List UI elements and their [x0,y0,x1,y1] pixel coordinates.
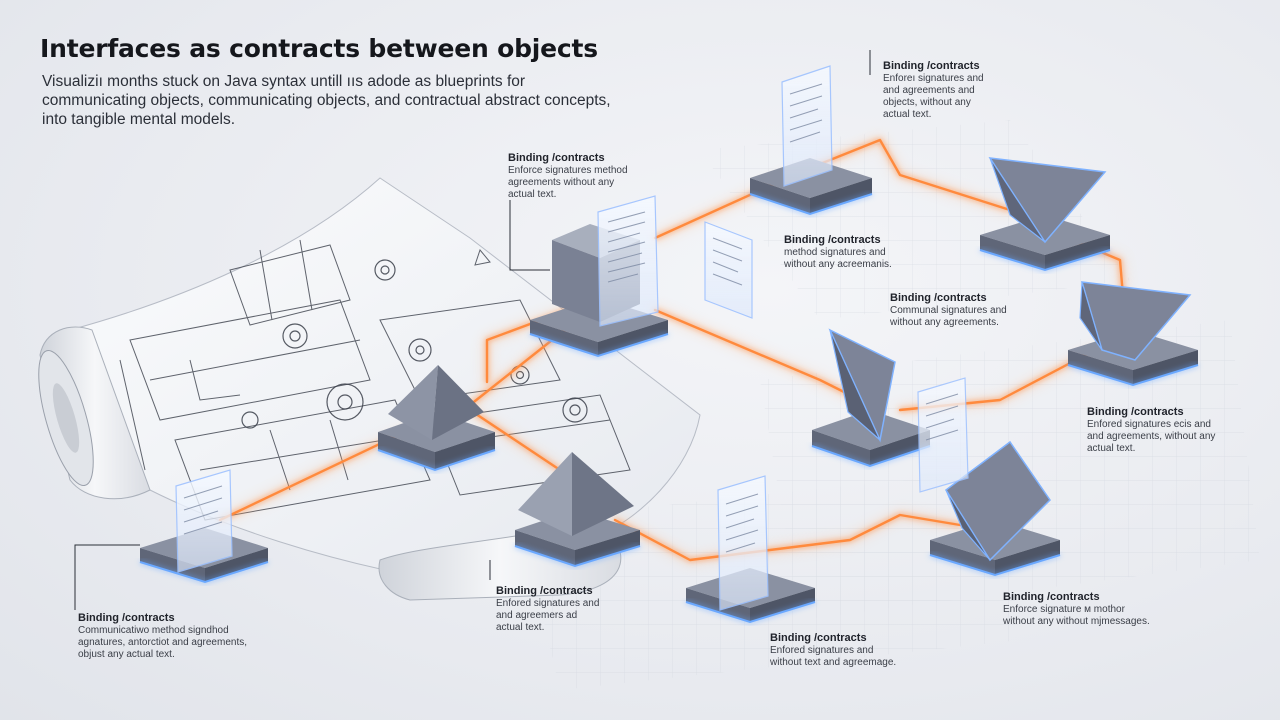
document-panels [175,65,969,611]
callout-line: Enfored signatures and [496,598,600,609]
callout-far-right: Binding /contracts Enfored signatures ec… [1087,406,1267,455]
callout-line: Enfored signatures and [770,645,874,656]
callout-line: without any without mjmessages. [1003,616,1150,627]
callout-center: Binding /contracts method signatures and… [784,234,1024,271]
connection-low-to-bottom-right [613,513,962,562]
callout-line: without any acreemanis. [784,259,892,270]
page-title: Interfaces as contracts between objects [40,34,598,63]
doc-panel-cube [597,195,659,327]
doc-panel-bottom [717,475,769,611]
callout-title: Binding /contracts [1087,406,1184,418]
callout-title: Binding /contracts [1003,591,1100,603]
object-hub-pyramid [388,365,484,440]
callout-line: Enfored signatures ecis and [1087,419,1211,430]
callout-line: Enforce signatures method [508,165,628,176]
object-bottom-right-prism [944,440,1051,562]
callout-title: Binding /contracts [508,152,605,164]
callout-line: method signatures and [784,247,886,258]
callout-title: Binding /contracts [883,60,980,72]
callout-bottom-right: Binding /contracts Enforce signature м m… [1003,591,1243,628]
callout-line: without any agreements. [890,317,999,328]
callout-bottom-left: Binding /contracts Communicatiwo method … [78,612,318,661]
callout-line: and agreemers ad [496,610,578,621]
callout-line: objust any actual text. [78,649,175,660]
callout-title: Binding /contracts [78,612,175,624]
callout-line: Communal signatures and [890,305,1007,316]
doc-panel-middle [917,377,969,493]
object-right-prism [1079,281,1192,361]
callout-title: Binding /contracts [784,234,881,246]
callout-top-right: Binding /contracts Enforeı signatures an… [883,60,1123,121]
callout-line: Communicatiwo method signdhod [78,625,229,636]
connection-hub-to-low-pyramid [468,408,562,472]
object-middle-wedge [828,328,896,443]
callout-middle-right: Binding /contracts Communal signatures a… [890,292,1130,329]
callout-line: and agreements and [883,85,975,96]
callout-bottom-center-left: Binding /contracts Enfored signatures an… [496,585,736,634]
callout-title: Binding /contracts [496,585,593,597]
callout-title: Binding /contracts [890,292,987,304]
callout-line: without text and agreemage. [770,657,897,668]
callout-line: Enforce signature м mothor [1003,604,1125,615]
callout-line: agnatures, antorctiot and agreements, [78,637,247,648]
callout-title: Binding /contracts [770,632,867,644]
callout-line: actual text. [496,622,545,633]
callout-line: actual text. [1087,443,1136,454]
callout-line: actual text. [508,189,557,200]
doc-panel-top [781,65,833,187]
callout-line: agreements without any [508,177,615,188]
doc-panel-floating [704,221,753,319]
callout-line: and agreements, without any [1087,431,1216,442]
callout-line: actual text. [883,109,932,120]
callout-center-top: Binding /contracts Enforce signatures me… [508,152,748,201]
doc-panel-left [175,469,233,573]
page-subtitle: Visualiziı months stuck on Java syntax u… [42,73,611,128]
callout-line: Enforeı signatures and [883,73,984,84]
object-low-pyramid [518,452,634,536]
object-top-right-prism [988,157,1107,244]
callout-bottom-center: Binding /contracts Enfored signatures an… [770,632,1010,669]
callout-line: objects, without any [883,97,971,108]
base-top-panel [749,158,873,216]
callout-leaders [74,50,871,610]
